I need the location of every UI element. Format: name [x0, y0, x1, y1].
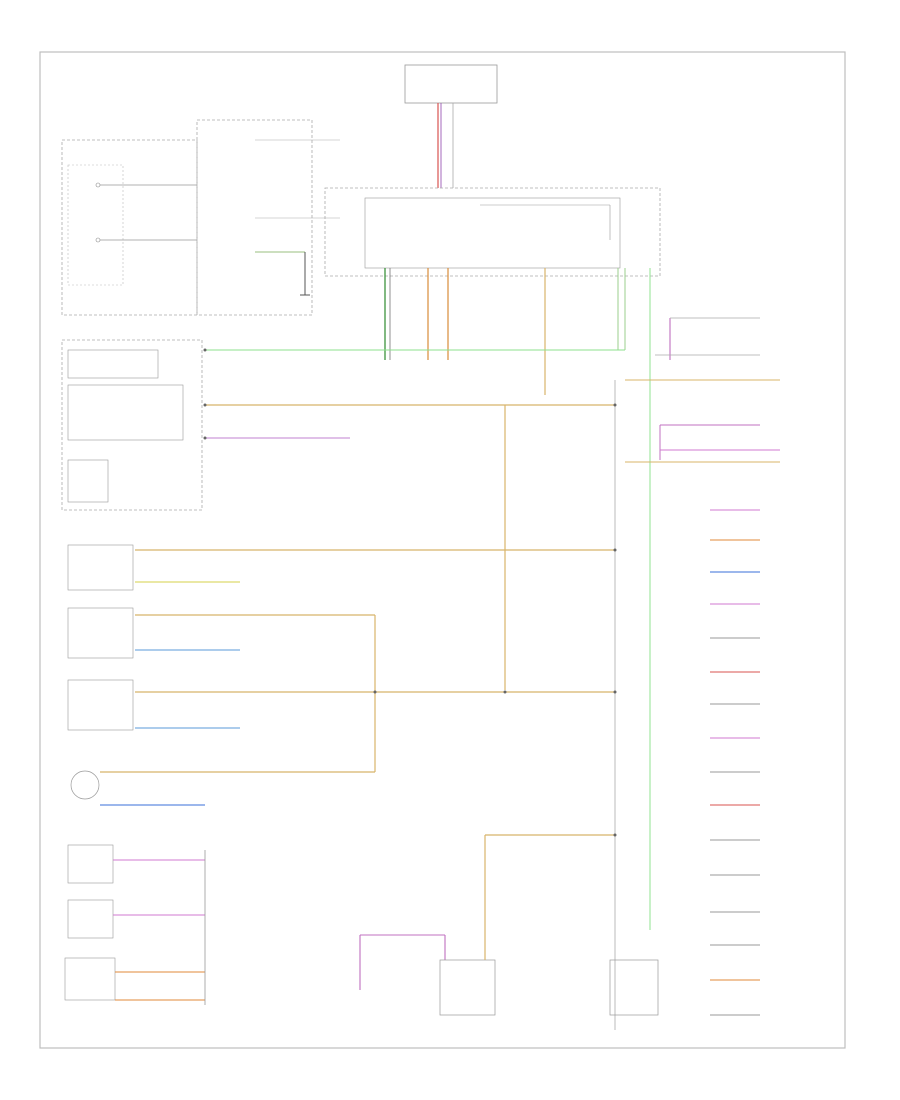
trailer-switch — [67, 607, 134, 659]
connector-pin-list — [710, 509, 760, 1016]
front-dome-lamp — [70, 770, 100, 800]
shifter-switch — [67, 544, 134, 591]
electric-parking-switch — [67, 679, 134, 731]
central-control-module — [324, 187, 661, 277]
brake-lamp — [439, 959, 496, 1016]
left-rear-dome — [67, 899, 114, 939]
diagram-border — [39, 51, 846, 1049]
top-fuse-block — [404, 64, 498, 104]
steering-column-switch — [61, 139, 198, 316]
right-rear-dome — [67, 844, 114, 884]
driver-instrument-panel — [61, 339, 203, 511]
overhead-console — [64, 957, 116, 1001]
steering-wheel-module — [196, 119, 313, 316]
passenger-switch — [609, 959, 659, 1016]
